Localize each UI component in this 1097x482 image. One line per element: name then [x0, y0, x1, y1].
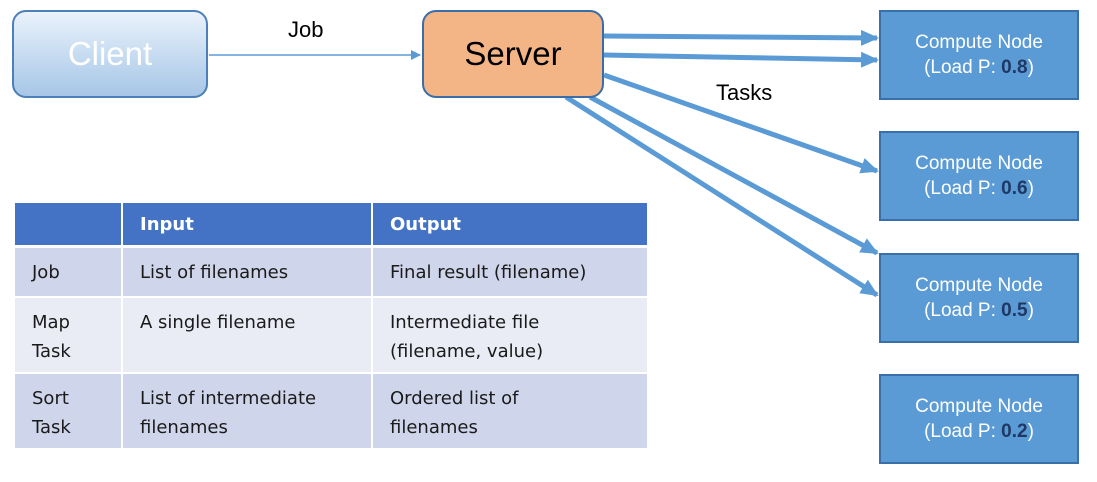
compute-node-load: (Load P: 0.8) [924, 57, 1034, 78]
load-value: 0.2 [1001, 421, 1028, 442]
row-input-cell: A single filename [122, 297, 373, 374]
task-arrow-node-3b [564, 94, 879, 298]
compute-node-4: Compute Node (Load P: 0.2) [879, 374, 1079, 464]
compute-node-load: (Load P: 0.5) [924, 300, 1034, 321]
job-label: Job [288, 17, 324, 42]
table-row: Job List of filenames Final result (file… [15, 246, 647, 298]
compute-node-title: Compute Node [915, 32, 1043, 53]
tasks-label: Tasks [716, 80, 773, 105]
row-output-cell: Intermediate file(filename, value) [372, 297, 647, 374]
task-arrow-node-1b [603, 51, 879, 68]
compute-node-load: (Load P: 0.6) [924, 178, 1034, 199]
compute-node-2: Compute Node (Load P: 0.6) [879, 131, 1079, 221]
server-label: Server [464, 35, 562, 72]
task-io-table: Input Output Job List of filenames Final… [15, 203, 647, 450]
row-output-cell: Final result (filename) [372, 246, 647, 298]
task-arrow-node-1a [603, 29, 879, 46]
table-header-row: Input Output [15, 203, 647, 248]
client-box: Client [12, 10, 208, 98]
compute-node-title: Compute Node [915, 396, 1043, 417]
table-header-corner [15, 203, 123, 248]
load-value: 0.8 [1001, 57, 1028, 78]
server-box: Server [422, 10, 604, 98]
compute-node-title: Compute Node [915, 275, 1043, 296]
compute-node-1: Compute Node (Load P: 0.8) [879, 10, 1079, 100]
table-header-input: Input [122, 203, 373, 248]
compute-node-load: (Load P: 0.2) [924, 421, 1034, 442]
compute-node-title: Compute Node [915, 153, 1043, 174]
compute-node-3: Compute Node (Load P: 0.5) [879, 253, 1079, 343]
task-arrow-node-2 [603, 72, 879, 174]
client-label: Client [67, 35, 153, 72]
task-arrow-node-3a [588, 94, 879, 256]
table-header-output: Output [372, 203, 647, 248]
row-input-cell: List of filenames [122, 246, 373, 298]
load-value: 0.5 [1001, 300, 1028, 321]
load-value: 0.6 [1001, 178, 1028, 199]
row-name-cell: Job [15, 246, 123, 298]
